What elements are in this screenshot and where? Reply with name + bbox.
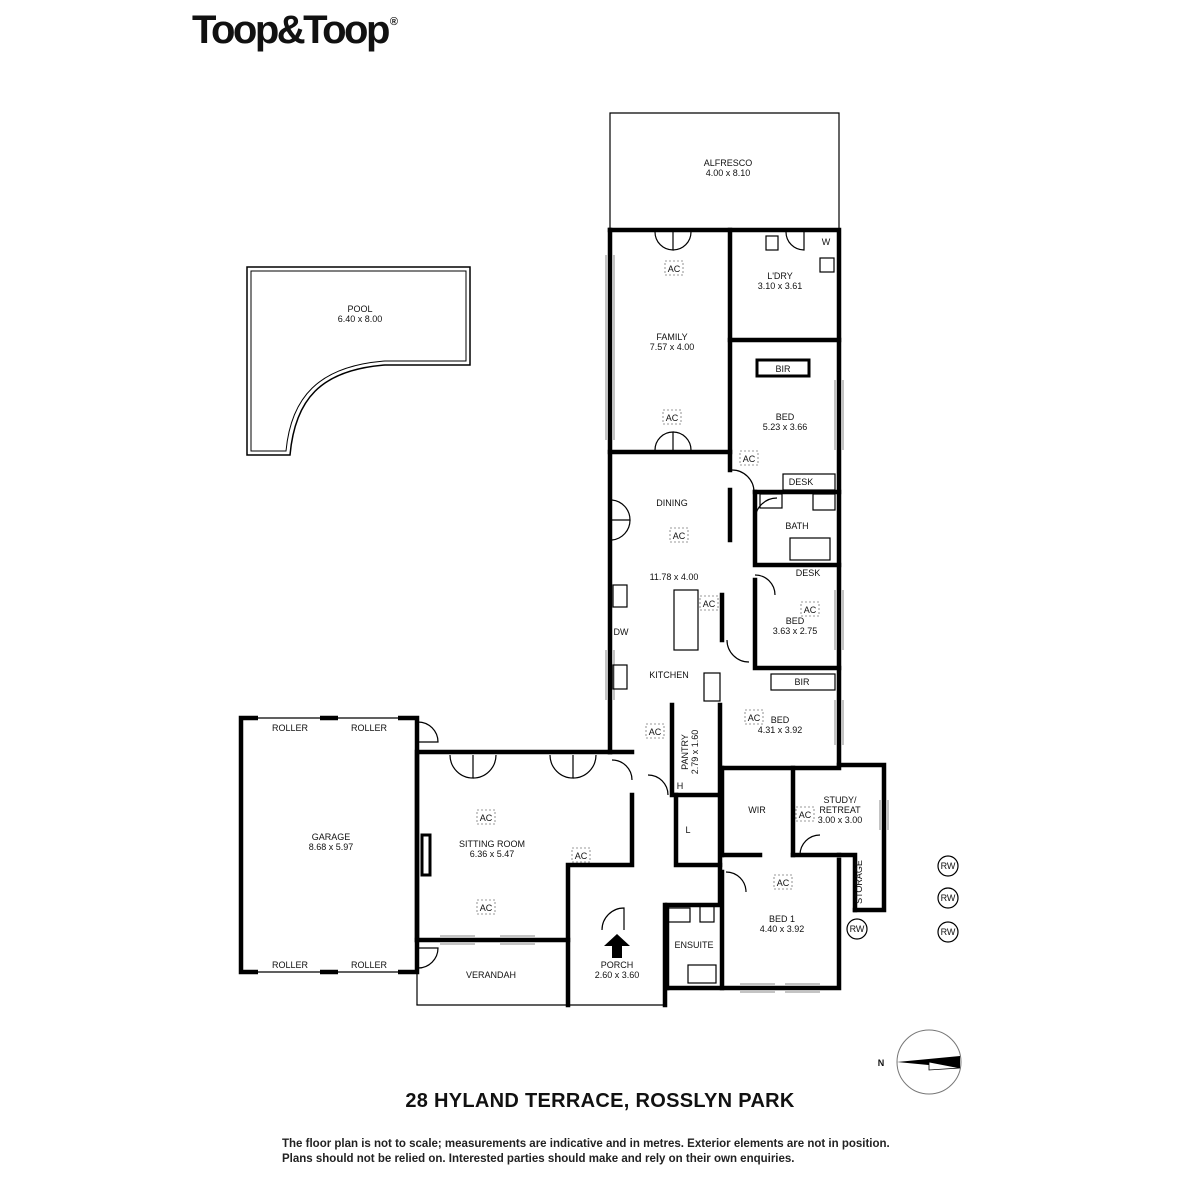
- disclaimer: The floor plan is not to scale; measurem…: [282, 1137, 982, 1167]
- bir-label: BIR: [775, 364, 791, 374]
- laundry-dims: 3.10 x 3.61: [758, 281, 803, 291]
- kitchen-name: KITCHEN: [649, 670, 689, 680]
- door-swings: [417, 231, 821, 969]
- north-label: N: [878, 1058, 885, 1068]
- roller-label-4: ROLLER: [351, 960, 388, 970]
- bed-a-name: BED: [776, 412, 795, 422]
- garage-dims: 8.68 x 5.97: [309, 842, 354, 852]
- desk-label-a: DESK: [789, 477, 814, 487]
- plan-label: AC: [575, 851, 588, 861]
- plan-label: AC: [480, 813, 493, 823]
- bed-b-name: BED: [786, 616, 805, 626]
- property-address: 28 HYLAND TERRACE, ROSSLYN PARK: [405, 1090, 795, 1112]
- logo-text: Toop&Toop: [192, 8, 390, 52]
- alfresco-name: ALFRESCO: [704, 158, 753, 168]
- plan-label: AC: [673, 531, 686, 541]
- family-dims: 7.57 x 4.00: [650, 342, 695, 352]
- study-dims: 3.00 x 3.00: [818, 815, 863, 825]
- sitting-dims: 6.36 x 5.47: [470, 849, 515, 859]
- plan-label: AC: [799, 810, 812, 820]
- porch-name: PORCH: [601, 960, 634, 970]
- pantry-name: PANTRY: [680, 734, 690, 770]
- entry-arrow-icon: [604, 934, 630, 958]
- pool-outline: [246, 266, 471, 456]
- ac-markers: AC AC AC AC AC AC AC AC AC AC AC AC AC: [476, 260, 820, 915]
- ensuite-name: ENSUITE: [674, 940, 713, 950]
- garage-name: GARAGE: [312, 832, 351, 842]
- sitting-name: SITTING ROOM: [459, 839, 525, 849]
- garage-walls: [238, 715, 420, 975]
- plan-label: AC: [668, 264, 681, 274]
- bed-c-name: BED: [771, 715, 790, 725]
- alfresco-dims: 4.00 x 8.10: [706, 168, 751, 178]
- bed-1-name: BED 1: [769, 914, 795, 924]
- dining-name: DINING: [656, 498, 688, 508]
- roller-label-3: ROLLER: [272, 960, 309, 970]
- study-name-2: RETREAT: [819, 805, 861, 815]
- alfresco-outline: [609, 112, 840, 230]
- fixtures: [420, 235, 836, 984]
- verandah-name: VERANDAH: [466, 970, 516, 980]
- bed-b-dims: 3.63 x 2.75: [773, 626, 818, 636]
- porch-dims: 2.60 x 3.60: [595, 970, 640, 980]
- dw-label: DW: [614, 627, 629, 637]
- pool-dims: 6.40 x 8.00: [338, 314, 383, 324]
- l-label: L: [685, 825, 690, 835]
- plan-label: AC: [748, 713, 761, 723]
- bath-name: BATH: [785, 521, 808, 531]
- pantry-dims: 2.79 x 1.60: [690, 730, 700, 775]
- roller-label-1: ROLLER: [272, 723, 309, 733]
- plan-label: AC: [743, 454, 756, 464]
- plan-label: AC: [649, 727, 662, 737]
- wir-name: WIR: [748, 805, 766, 815]
- disclaimer-line-2: Plans should not be relied on. Intereste…: [282, 1153, 795, 1165]
- room-labels: ALFRESCO 4.00 x 8.10 POOL 6.40 x 8.00 FA…: [272, 158, 864, 980]
- family-name: FAMILY: [656, 332, 687, 342]
- registered-mark: ®: [389, 16, 399, 28]
- bed-a-dims: 5.23 x 3.66: [763, 422, 808, 432]
- storage-name: STORAGE: [854, 860, 864, 904]
- plan-label: AC: [777, 878, 790, 888]
- north-compass-icon: N: [878, 1029, 962, 1095]
- laundry-name: L'DRY: [767, 271, 793, 281]
- plan-label: RW: [941, 893, 956, 903]
- windows: [440, 255, 889, 993]
- pool-name: POOL: [347, 304, 372, 314]
- bir-label-b: BIR: [794, 677, 810, 687]
- h-label: H: [677, 781, 684, 791]
- plan-label: AC: [703, 599, 716, 609]
- plan-label: AC: [666, 413, 679, 423]
- plan-label: RW: [941, 927, 956, 937]
- bed-c-dims: 4.31 x 3.92: [758, 725, 803, 735]
- plan-label: RW: [941, 861, 956, 871]
- desk-label-b: DESK: [796, 568, 821, 578]
- plan-label: RW: [850, 924, 865, 934]
- disclaimer-line-1: The floor plan is not to scale; measurem…: [282, 1138, 890, 1150]
- study-name: STUDY/: [823, 795, 857, 805]
- roller-label-2: ROLLER: [351, 723, 388, 733]
- bed-1-dims: 4.40 x 3.92: [760, 924, 805, 934]
- w-label: W: [822, 237, 831, 247]
- rainwater-tanks: RW RW RW RW: [846, 855, 959, 943]
- brand-logo: Toop&Toop®: [192, 8, 398, 53]
- plan-label: AC: [804, 605, 817, 615]
- plan-label: AC: [480, 903, 493, 913]
- kitchen-dims: 11.78 x 4.00: [650, 572, 699, 582]
